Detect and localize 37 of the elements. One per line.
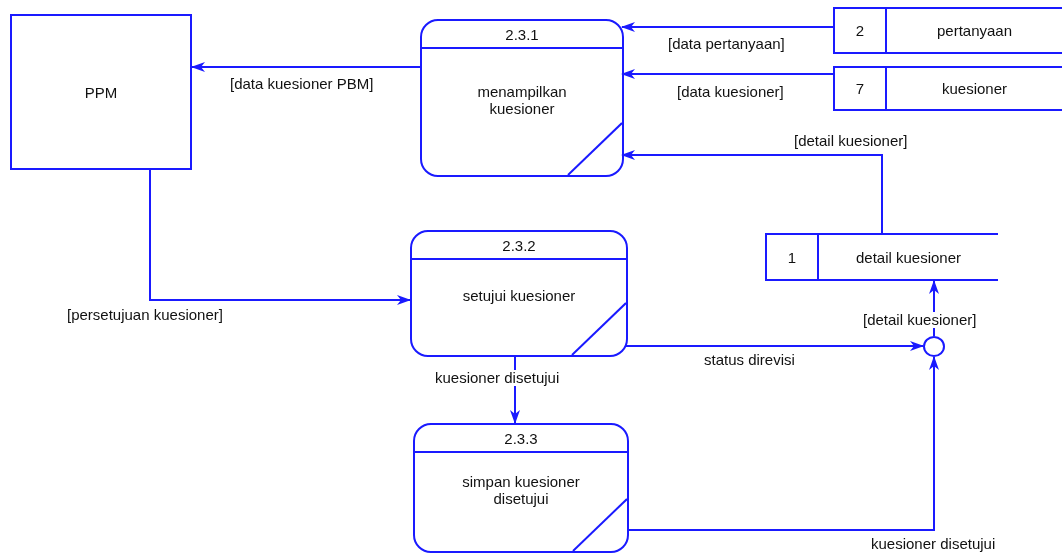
flow-label: [detail kuesioner] — [862, 312, 978, 328]
flow-label: [persetujuan kuesioner] — [66, 307, 224, 323]
data-flow-arrow — [191, 62, 421, 72]
process-name: menampilkan kuesioner — [476, 83, 568, 117]
store-name: pertanyaan — [936, 22, 1013, 39]
data-flow-arrow — [621, 69, 834, 79]
store-number: 7 — [855, 80, 865, 97]
store-number: 1 — [787, 248, 797, 266]
process-name: simpan kuesioner disetujui — [461, 473, 581, 507]
process-number: 2.3.2 — [502, 236, 536, 254]
data-flow-arrow — [621, 22, 834, 32]
process-name: setujui kuesioner — [462, 287, 576, 304]
process-box — [420, 19, 624, 177]
external-entity-box — [10, 14, 192, 170]
store-name: detail kuesioner — [855, 248, 962, 266]
flow-label: kuesioner disetujui — [870, 536, 997, 552]
entity-name: PPM — [84, 83, 118, 101]
flow-label: [data kuesioner] — [676, 84, 785, 100]
process-box — [413, 423, 629, 553]
data-flow-arrow — [625, 341, 924, 351]
data-flow-arrow — [149, 169, 411, 305]
process-number: 2.3.3 — [504, 429, 538, 447]
flow-label: [detail kuesioner] — [793, 133, 909, 149]
data-store — [765, 233, 998, 281]
flow-label: status direvisi — [703, 352, 796, 368]
store-number: 2 — [855, 22, 865, 39]
junction-circle — [923, 336, 945, 357]
store-name: kuesioner — [941, 80, 1007, 97]
process-box — [410, 230, 628, 357]
flow-label: [data kuesioner PBM] — [229, 76, 375, 92]
data-store — [833, 66, 1062, 111]
process-number: 2.3.1 — [505, 25, 539, 43]
flow-label: kuesioner disetujui — [434, 370, 561, 386]
data-flow-arrow — [621, 150, 883, 234]
flow-label: [data pertanyaan] — [667, 36, 786, 52]
data-store — [833, 7, 1062, 54]
data-flow-arrow — [626, 356, 939, 531]
